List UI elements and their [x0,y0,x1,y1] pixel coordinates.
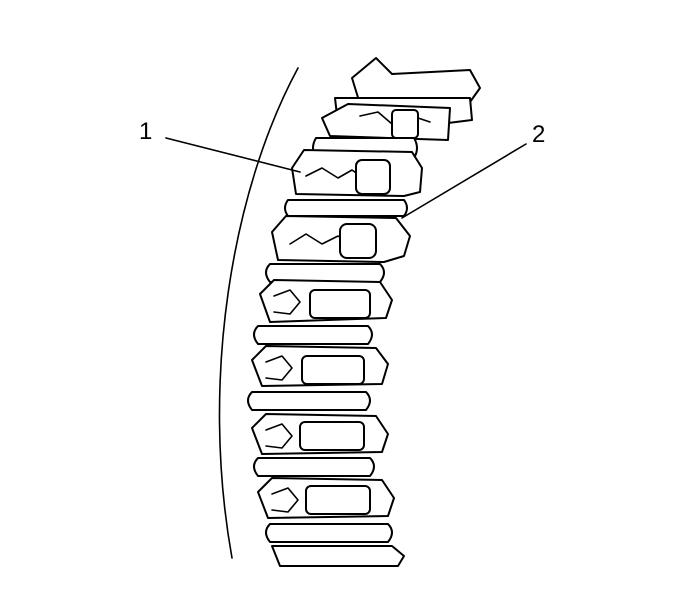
housing-edge-arc [218,67,299,559]
roller-stack [247,57,481,567]
leader-line-1 [165,137,301,173]
leader-line-2 [401,143,527,219]
callout-label-2: 2 [532,121,546,148]
callout-label-1: 1 [139,118,153,145]
